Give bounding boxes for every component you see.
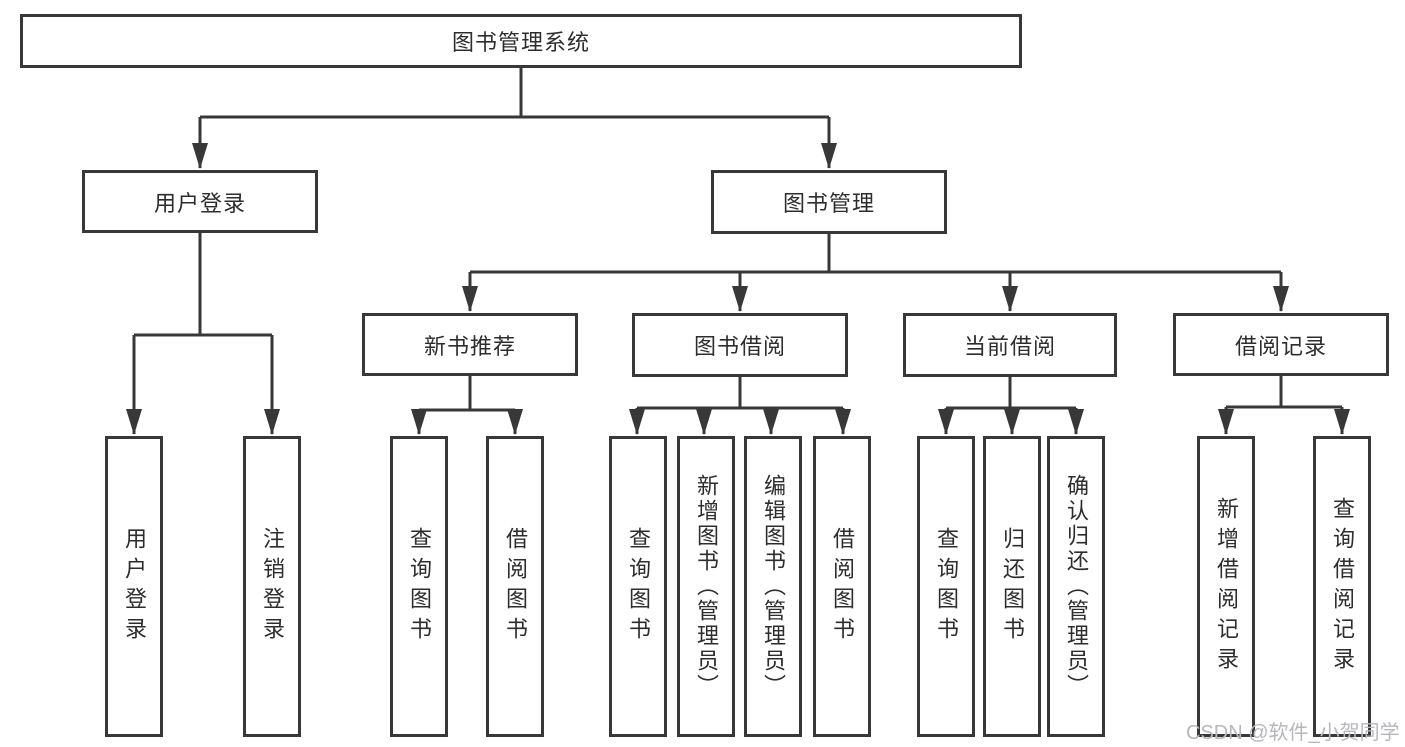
csdn-watermark: CSDN @软件_小贺同学 [1186,722,1400,744]
leaf-add-borrow-record: 新增借阅记录 [1197,436,1255,737]
node-root-system: 图书管理系统 [20,14,1022,68]
leaf-query-book-current: 查询图书 [917,436,975,737]
leaf-borrow-book-recommend: 借阅图书 [486,436,544,737]
leaf-add-book-admin: 新增图书（管理员） [677,436,735,737]
node-current-borrow: 当前借阅 [903,313,1117,377]
leaf-borrow-book: 借阅图书 [813,436,871,737]
leaf-query-borrow-record: 查询借阅记录 [1313,436,1371,737]
leaf-logout: 注销登录 [243,436,301,737]
leaf-user-login: 用户登录 [105,436,163,737]
leaf-confirm-return-admin: 确认归还（管理员） [1047,436,1105,737]
node-new-book-recommend: 新书推荐 [362,313,578,376]
node-borrow-records: 借阅记录 [1173,313,1389,376]
node-book-borrow: 图书借阅 [632,313,848,377]
node-book-management: 图书管理 [711,170,947,234]
node-user-login: 用户登录 [82,170,318,233]
leaf-query-book-recommend: 查询图书 [390,436,448,737]
leaf-query-book-borrow: 查询图书 [609,436,667,737]
leaf-edit-book-admin: 编辑图书（管理员） [744,436,802,737]
leaf-return-book: 归还图书 [983,436,1041,737]
